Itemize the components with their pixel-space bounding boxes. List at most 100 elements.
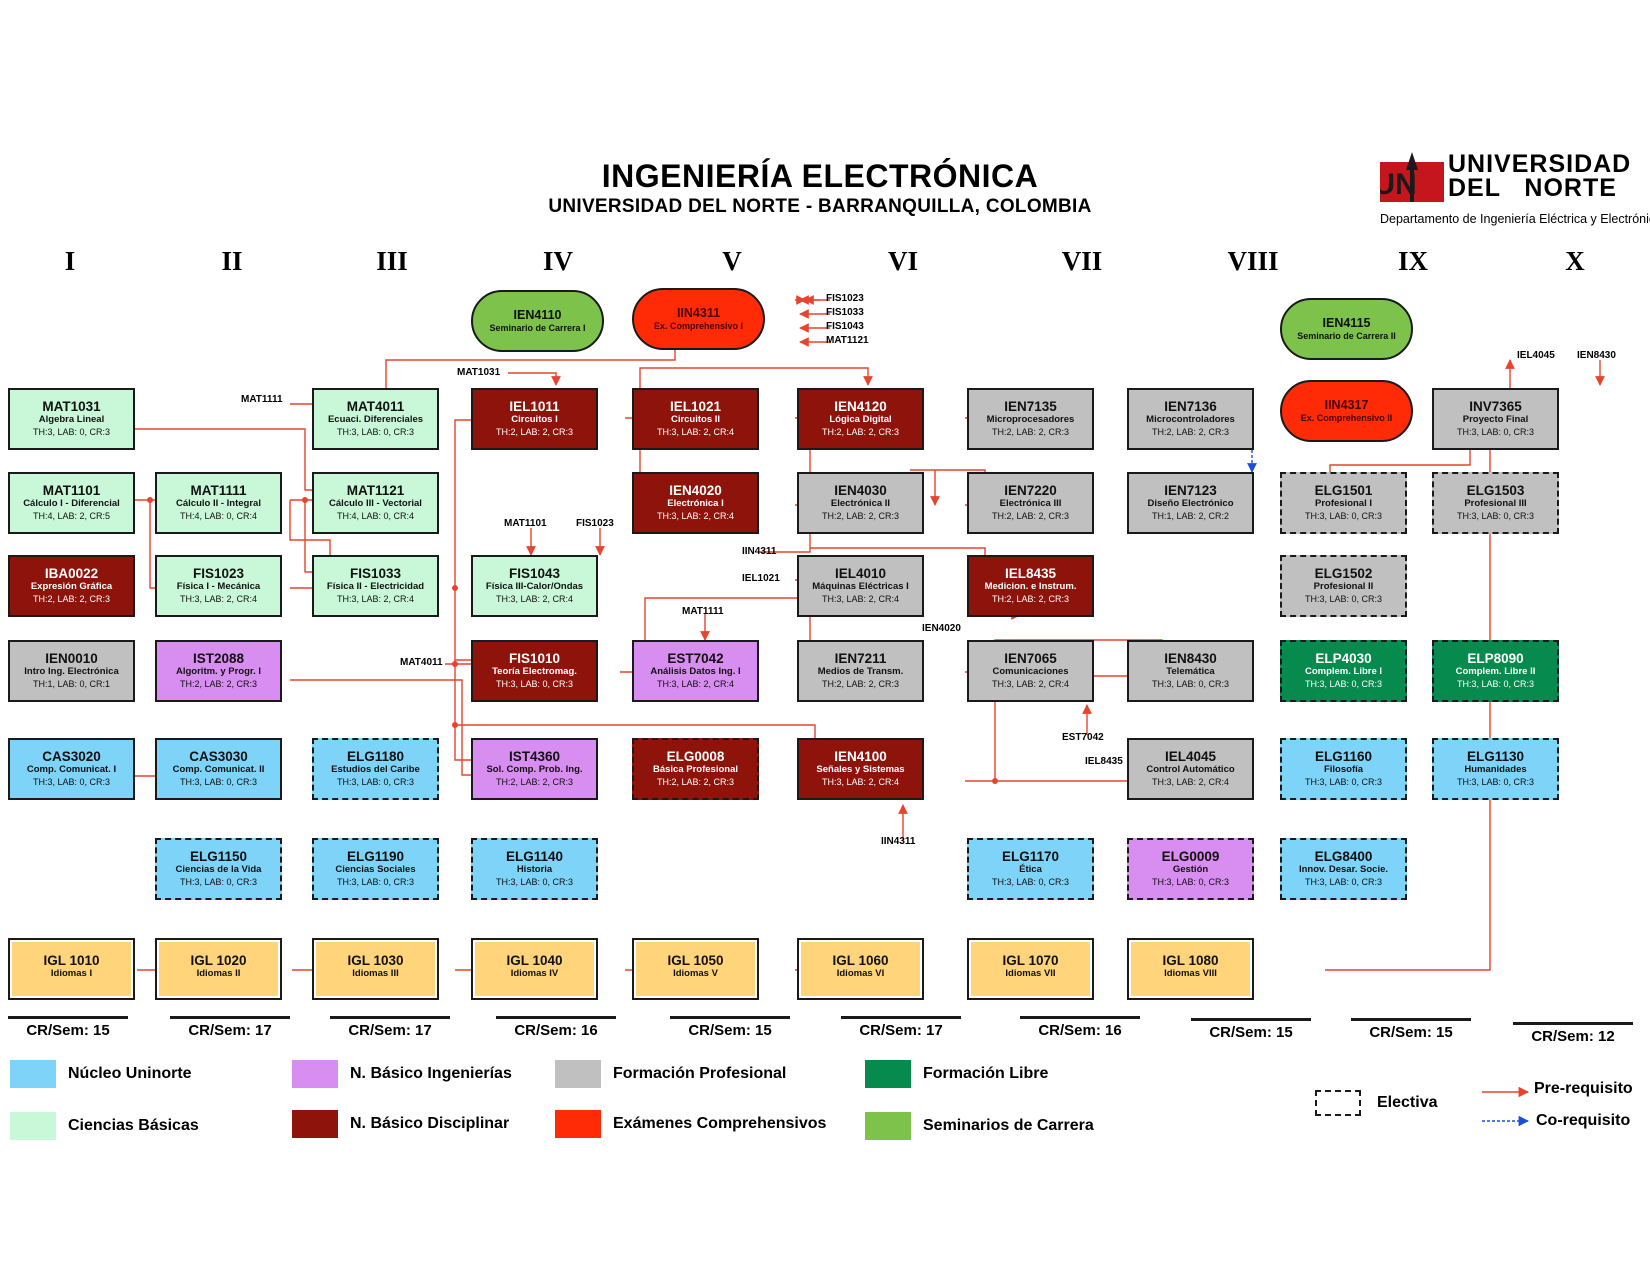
credits-sem-10: CR/Sem: 12 [1513,1022,1633,1045]
legend-swatch-seminarios [865,1112,911,1140]
course-credits: TH:3, LAB: 0, CR:3 [1304,679,1383,689]
course-credits: TH:3, LAB: 0, CR:3 [1151,679,1230,689]
logo-line1: UNIVERSIDAD [1448,150,1632,178]
prereq-label: IEL8435 [1085,756,1123,767]
course-name: Ética [1019,864,1042,875]
course-name: Expresión Gráfica [30,581,113,592]
course-credits: TH:3, LAB: 0, CR:3 [1304,594,1383,604]
logo-mark-u: UN [1380,168,1417,201]
course-credits: TH:3, LAB: 0, CR:3 [1456,777,1535,787]
course-credits: TH:3, LAB: 0, CR:3 [179,877,258,887]
course-credits: TH:1, LAB: 0, CR:1 [32,679,111,689]
course-code: INV7365 [1469,399,1522,414]
semester-header-iv: IV [542,246,573,276]
prereq-label: FIS1043 [826,321,864,332]
course-credits: TH:3, LAB: 0, CR:3 [336,777,415,787]
course-credits: TH:3, LAB: 2, CR:4 [656,427,735,437]
semester-header-vi: VI [887,246,918,276]
course-code: IEN4115 [1322,316,1371,330]
course-name: Física III-Calor/Ondas [485,581,584,592]
prereq-label: IEN4020 [922,623,961,634]
course-code: IST4360 [508,749,561,764]
course-code: IBA0022 [44,566,99,581]
course-name: Proyecto Final [1462,414,1529,425]
course-name: Física II - Electricidad [326,581,425,592]
course-name: Cálculo III - Vectorial [329,498,422,509]
course-name: Idiomas I [50,968,93,979]
course-credits: TH:3, LAB: 0, CR:3 [336,877,415,887]
course-code: IEN8430 [1164,651,1217,666]
course-credits: TH:3, LAB: 2, CR:4 [495,594,574,604]
course-credits: TH:2, LAB: 2, CR:3 [179,679,258,689]
prereq-label: IEL4045 [1517,350,1555,361]
course-code: ELG1503 [1466,483,1525,498]
credits-sem-9: CR/Sem: 15 [1351,1018,1471,1041]
course-credits: TH:2, LAB: 2, CR:3 [821,427,900,437]
semester-header-vii: VII [1061,246,1103,276]
prereq-label: IEL1021 [742,573,780,584]
prereq-label: IIN4311 [742,546,777,557]
course-credits: TH:2, LAB: 2, CR:3 [495,427,574,437]
